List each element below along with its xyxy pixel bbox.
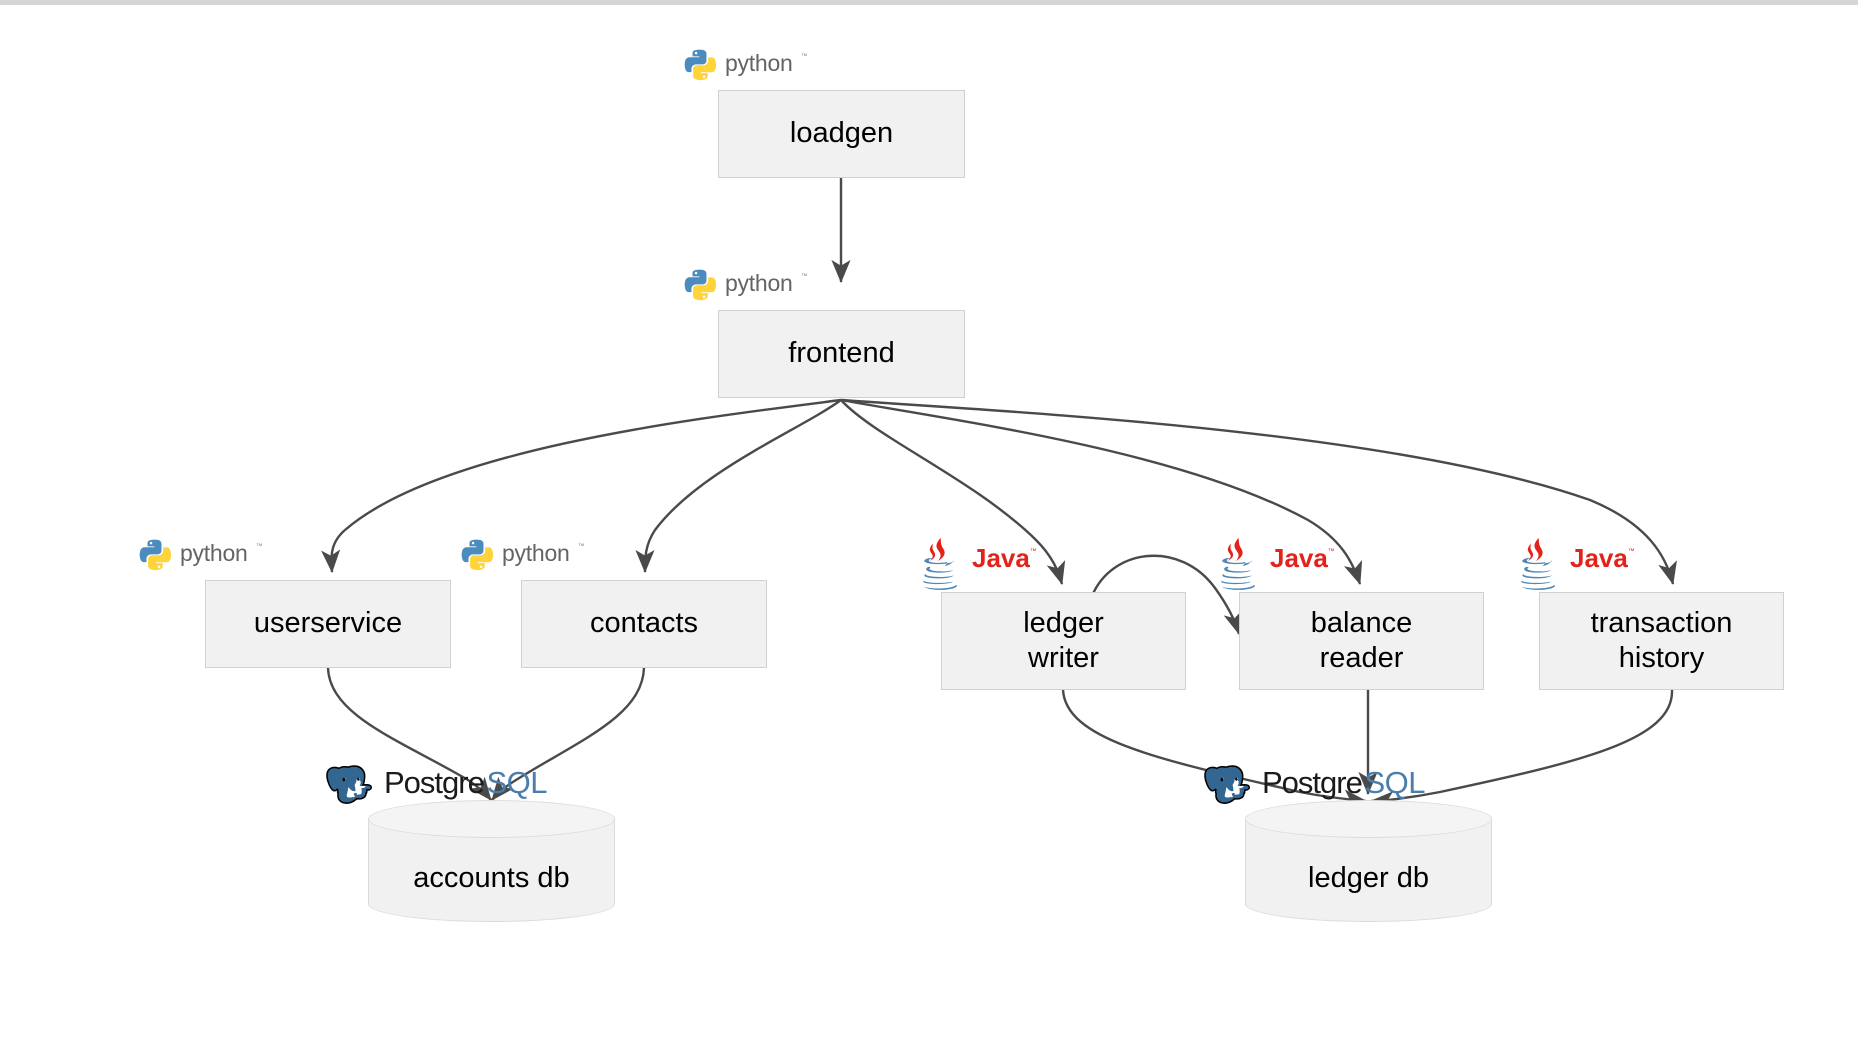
python-snake-icon <box>139 539 172 571</box>
python-logo-contacts: python ™ <box>460 538 608 572</box>
node-frontend[interactable]: frontend <box>718 310 965 398</box>
svg-text:python: python <box>180 540 248 566</box>
svg-text:™: ™ <box>1628 548 1635 555</box>
edge-frontend-to-ledgerwriter <box>840 399 1066 585</box>
python-snake-icon <box>684 49 717 81</box>
edge-frontend-to-balancereader <box>840 398 1363 585</box>
python-logo-userservice: python ™ <box>138 538 286 572</box>
java-wordmark-icon: Java ™ <box>1270 543 1335 573</box>
edge-userservice-to-accountsdb <box>326 667 492 801</box>
edge-frontend-to-transactionhistory <box>840 398 1677 585</box>
node-loadgen-label: loadgen <box>789 117 894 150</box>
svg-text:™: ™ <box>256 543 263 550</box>
python-logo-loadgen: python ™ <box>683 48 831 82</box>
svg-text:python: python <box>725 270 793 296</box>
svg-text:™: ™ <box>578 543 585 550</box>
java-logo-ledgerwriter: Java ™ <box>908 534 1056 596</box>
db-cylinder-top <box>1245 800 1492 838</box>
java-wordmark-icon: Java ™ <box>972 543 1037 573</box>
svg-text:python: python <box>502 540 570 566</box>
python-snake-icon <box>461 539 494 571</box>
top-divider-bar <box>0 0 1858 5</box>
java-logo-balancereader: Java ™ <box>1206 534 1354 596</box>
java-cup-icon <box>1521 537 1555 590</box>
svg-text:python: python <box>725 50 793 76</box>
python-logo-frontend: python ™ <box>683 268 831 302</box>
java-cup-icon <box>923 537 957 590</box>
edge-contacts-to-accountsdb <box>491 667 646 801</box>
edge-frontend-to-userservice <box>321 398 842 573</box>
node-ledger-writer-label: ledger writer <box>1023 606 1104 674</box>
node-loadgen[interactable]: loadgen <box>718 90 965 178</box>
svg-text:SQL: SQL <box>487 765 548 800</box>
edge-frontend-to-contacts <box>635 399 842 573</box>
svg-text:™: ™ <box>801 273 808 280</box>
node-userservice-label: userservice <box>253 607 403 640</box>
svg-text:™: ™ <box>1030 548 1037 555</box>
svg-text:SQL: SQL <box>1365 765 1426 800</box>
python-wordmark-icon: python ™ <box>502 540 585 566</box>
svg-text:Java: Java <box>1570 543 1628 573</box>
node-balance-reader[interactable]: balance reader <box>1239 592 1484 690</box>
svg-text:Java: Java <box>1270 543 1328 573</box>
database-ledger-db[interactable]: ledger db <box>1245 800 1492 922</box>
node-contacts[interactable]: contacts <box>521 580 767 668</box>
node-contacts-label: contacts <box>590 607 698 640</box>
node-userservice[interactable]: userservice <box>205 580 451 668</box>
edge-transactionhistory-to-ledgerdb <box>1370 689 1674 811</box>
db-cylinder-top <box>368 800 615 838</box>
node-transaction-history-label: transaction history <box>1590 606 1733 674</box>
svg-text:Postgre: Postgre <box>1262 765 1362 800</box>
java-cup-icon <box>1221 537 1255 590</box>
svg-text:Postgre: Postgre <box>384 765 484 800</box>
node-balance-reader-label: balance reader <box>1310 606 1413 674</box>
python-wordmark-icon: python ™ <box>725 50 808 76</box>
java-wordmark-icon: Java ™ <box>1570 543 1635 573</box>
svg-text:™: ™ <box>801 53 808 60</box>
svg-text:™: ™ <box>1328 548 1335 555</box>
node-transaction-history[interactable]: transaction history <box>1539 592 1784 690</box>
edge-ledgerwriter-to-ledgerdb <box>1061 689 1367 809</box>
database-accounts-db-label: accounts db <box>413 862 570 894</box>
database-accounts-db[interactable]: accounts db <box>368 800 615 922</box>
node-frontend-label: frontend <box>788 337 895 370</box>
python-wordmark-icon: python ™ <box>180 540 263 566</box>
java-logo-transactionhistory: Java ™ <box>1506 534 1654 596</box>
database-ledger-db-label: ledger db <box>1308 862 1429 894</box>
python-wordmark-icon: python ™ <box>725 270 808 296</box>
python-snake-icon <box>684 269 717 301</box>
svg-text:Java: Java <box>972 543 1030 573</box>
node-ledger-writer[interactable]: ledger writer <box>941 592 1186 690</box>
